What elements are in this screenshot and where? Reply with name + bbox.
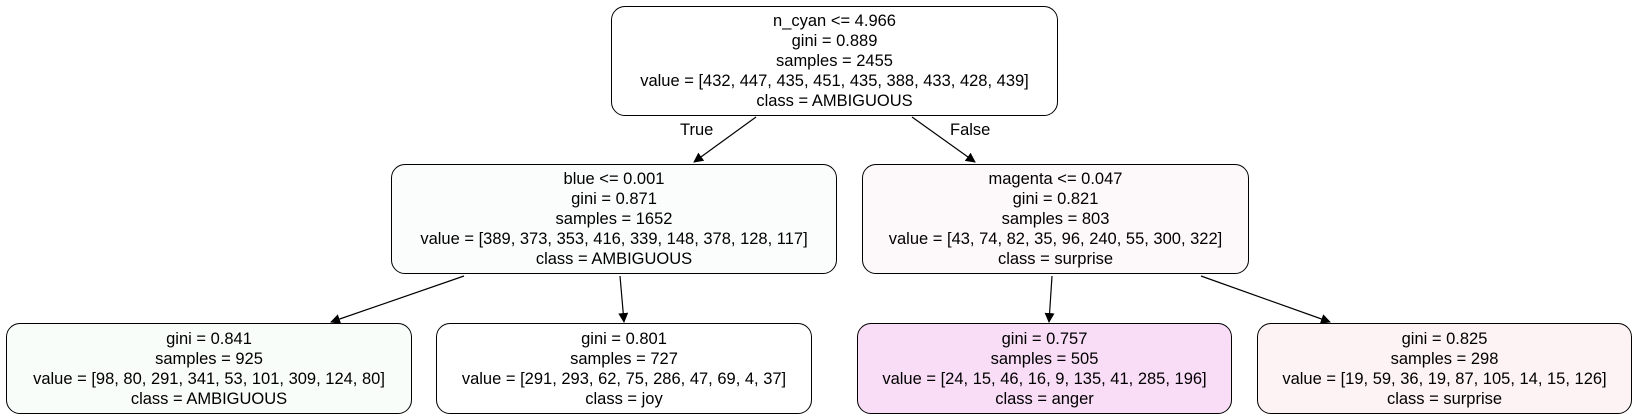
node-class: class = anger xyxy=(995,389,1094,408)
node-samples: samples = 803 xyxy=(1001,210,1110,228)
node-class: class = surprise xyxy=(1386,389,1503,408)
node-samples: samples = 1652 xyxy=(555,210,673,228)
node-split-condition: n_cyan <= 4.966 xyxy=(773,12,896,30)
node-gini: gini = 0.757 xyxy=(1001,329,1088,348)
edge-right-to-leaf-rr xyxy=(1200,275,1331,324)
node-class: class = surprise xyxy=(997,250,1114,268)
node-gini: gini = 0.841 xyxy=(166,329,252,348)
node-value: value = [24, 15, 46, 16, 9, 135, 41, 285… xyxy=(882,369,1207,388)
node-class: class = joy xyxy=(585,389,663,408)
node-value: value = [291, 293, 62, 75, 286, 47, 69, … xyxy=(461,369,787,388)
node-value: value = [43, 74, 82, 35, 96, 240, 55, 30… xyxy=(888,230,1223,248)
node-class: class = AMBIGUOUS xyxy=(535,250,693,268)
node-gini: gini = 0.821 xyxy=(1012,190,1099,208)
edge-left-to-leaf-lr xyxy=(618,275,629,323)
node-split-condition: blue <= 0.001 xyxy=(563,170,665,188)
node-value: value = [432, 447, 435, 451, 435, 388, 4… xyxy=(640,72,1029,90)
node-class: class = AMBIGUOUS xyxy=(130,389,288,408)
tree-leaf-right-right: gini = 0.825 samples = 298 value = [19, … xyxy=(1257,323,1632,414)
node-class: class = AMBIGUOUS xyxy=(756,92,913,110)
edge-left-to-leaf-ll xyxy=(330,275,465,324)
node-samples: samples = 298 xyxy=(1390,349,1499,368)
node-split-condition: magenta <= 0.047 xyxy=(988,170,1123,188)
node-value: value = [389, 373, 353, 416, 339, 148, 3… xyxy=(420,230,808,248)
edge-label-true: True xyxy=(680,121,714,139)
edge-root-to-left xyxy=(693,116,757,163)
node-gini: gini = 0.825 xyxy=(1401,329,1488,348)
node-gini: gini = 0.801 xyxy=(581,329,667,348)
edge-right-to-leaf-rl xyxy=(1044,275,1055,323)
tree-leaf-left-right: gini = 0.801 samples = 727 value = [291,… xyxy=(436,323,812,414)
edge-label-false: False xyxy=(950,121,991,139)
node-samples: samples = 505 xyxy=(990,349,1099,368)
node-samples: samples = 727 xyxy=(570,349,678,368)
edge-root-to-right xyxy=(911,116,976,163)
node-value: value = [19, 59, 36, 19, 87, 105, 14, 15… xyxy=(1282,369,1607,388)
node-gini: gini = 0.871 xyxy=(571,190,657,208)
tree-node-root: n_cyan <= 4.966 gini = 0.889 samples = 2… xyxy=(611,6,1058,116)
node-gini: gini = 0.889 xyxy=(791,32,878,50)
node-value: value = [98, 80, 291, 341, 53, 101, 309,… xyxy=(33,369,385,388)
tree-leaf-left-left: gini = 0.841 samples = 925 value = [98, … xyxy=(6,323,412,414)
node-samples: samples = 2455 xyxy=(776,52,893,70)
node-samples: samples = 925 xyxy=(155,349,263,368)
tree-node-right: magenta <= 0.047 gini = 0.821 samples = … xyxy=(862,164,1249,274)
tree-leaf-right-left: gini = 0.757 samples = 505 value = [24, … xyxy=(857,323,1232,414)
tree-node-left: blue <= 0.001 gini = 0.871 samples = 165… xyxy=(391,164,837,274)
